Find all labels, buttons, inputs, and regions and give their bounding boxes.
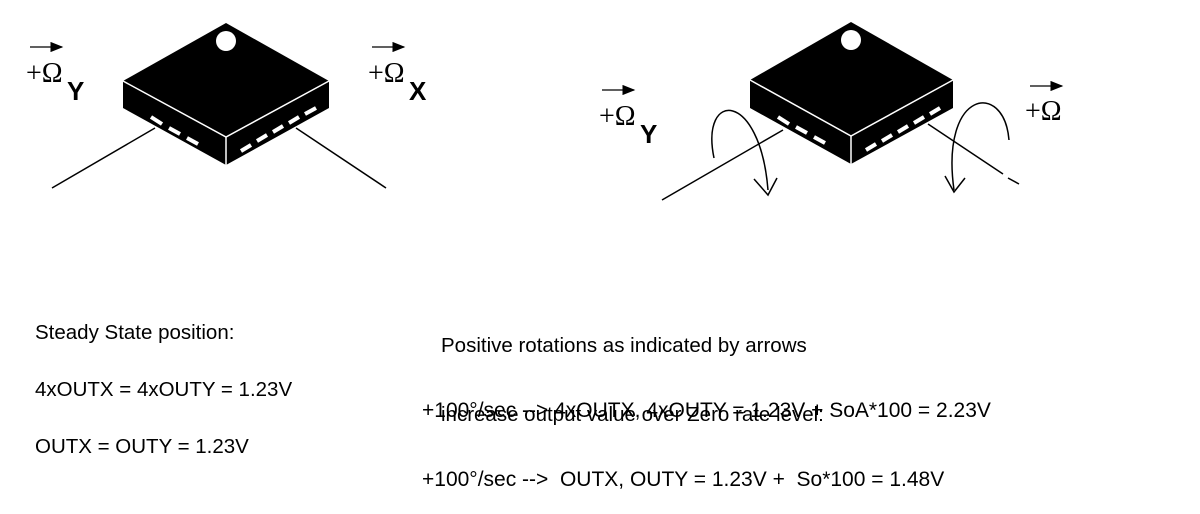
svg-text:+Ω: +Ω xyxy=(1025,96,1062,127)
left-omega-x-label: +Ω X xyxy=(368,41,427,106)
svg-text:X: X xyxy=(409,76,427,106)
steady-state-block: Steady State position: 4xOUTX = 4xOUTY =… xyxy=(35,285,292,475)
pads xyxy=(149,106,317,153)
svg-text:+Ω: +Ω xyxy=(599,101,636,132)
x-axis-line xyxy=(927,123,1004,175)
rotation-arrow-y-icon xyxy=(711,109,769,191)
positive-rotation-block: Positive rotations as indicated by arrow… xyxy=(441,288,824,449)
pin1-dot xyxy=(841,30,861,50)
svg-text:+Ω: +Ω xyxy=(26,58,63,89)
pin1-dot xyxy=(216,31,236,51)
svg-text:Y: Y xyxy=(640,119,657,149)
diagram-canvas: +Ω Y +Ω X +Ω Y +Ω xyxy=(26,22,1064,201)
steady-state-title: Steady State position: xyxy=(35,321,235,344)
y-axis-line xyxy=(661,129,784,201)
positive-rotation-line2: increase output value over Zero rate lev… xyxy=(441,403,824,426)
steady-state-line1: 4xOUTX = 4xOUTY = 1.23V xyxy=(35,378,293,401)
svg-text:Y: Y xyxy=(67,76,84,106)
equation-1: +100°/sec --> 4xOUTX, 4xOUTY = 1.23V + S… xyxy=(422,399,991,422)
right-omega-y-label: +Ω Y xyxy=(599,84,657,149)
steady-state-line2: OUTX = OUTY = 1.23V xyxy=(35,435,249,458)
pads xyxy=(776,106,942,152)
rotation-arrow-x-icon xyxy=(951,102,1010,191)
right-omega-x-label: +Ω xyxy=(1025,80,1064,127)
equations-block: +100°/sec --> 4xOUTX, 4xOUTY = 1.23V + S… xyxy=(422,353,991,514)
right-chip xyxy=(661,22,1020,201)
positive-rotation-line1: Positive rotations as indicated by arrow… xyxy=(441,334,807,357)
svg-text:+Ω: +Ω xyxy=(368,58,405,89)
equation-2: +100°/sec --> OUTX, OUTY = 1.23V + So*10… xyxy=(422,468,945,491)
left-omega-y-label: +Ω Y xyxy=(26,41,84,106)
left-chip xyxy=(51,23,387,189)
x-axis-line xyxy=(295,127,387,189)
y-axis-line xyxy=(51,127,156,189)
